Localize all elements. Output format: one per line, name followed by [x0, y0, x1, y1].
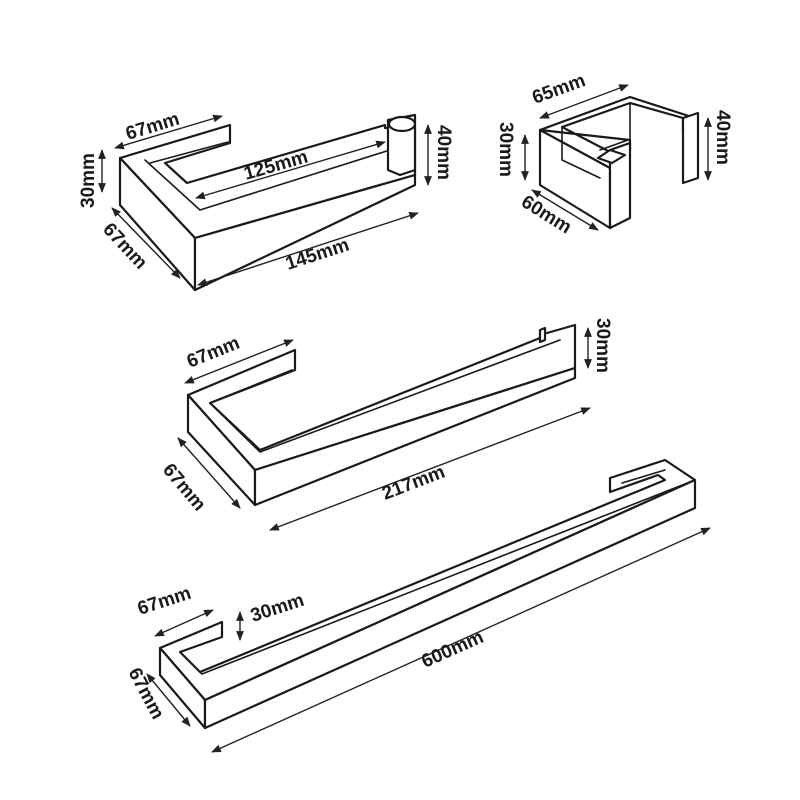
paper-holder-width-line — [114, 114, 223, 150]
robe-hook-width-line — [539, 84, 629, 119]
paper-holder-drawing: 67mm 30mm 67mm 125mm 40mm 145mm — [78, 109, 454, 292]
robe-hook-height-left-label: 30mm — [495, 122, 516, 177]
paper-holder-depth-line — [111, 207, 181, 279]
towel-ring-bar-depth-line — [177, 437, 241, 509]
towel-ring-bar-length-label: 217mm — [379, 462, 448, 505]
robe-hook-ledge — [596, 148, 627, 165]
towel-bar-drawing: 67mm 30mm 67mm 600mm — [124, 458, 711, 753]
towel-bar-height-label: 30mm — [248, 590, 307, 627]
robe-hook-inner-wall — [561, 102, 631, 179]
paper-holder-height-left-label: 30mm — [78, 153, 99, 208]
paper-holder-height-right-label: 40mm — [433, 125, 454, 180]
towel-bar-width-label: 67mm — [135, 583, 194, 620]
robe-hook-height-right-label: 40mm — [712, 110, 733, 165]
paper-holder-post-cap — [387, 115, 417, 133]
towel-ring-bar-depth-label: 67mm — [158, 460, 209, 516]
towel-bar-depth-line — [146, 673, 191, 727]
towel-ring-bar-end — [538, 326, 547, 344]
towel-bar-width-line — [154, 609, 214, 637]
robe-hook-tip — [681, 111, 700, 185]
robe-hook-depth-line — [531, 189, 599, 231]
robe-hook-drawing: 65mm 30mm 60mm 40mm — [495, 70, 733, 238]
towel-ring-bar-drawing: 67mm 30mm 67mm 217mm — [158, 318, 613, 531]
paper-holder-width-label: 67mm — [123, 109, 182, 145]
paper-holder-length-line — [197, 212, 419, 286]
robe-hook-right-column — [608, 141, 632, 230]
towel-ring-bar-width-label: 67mm — [184, 333, 243, 373]
towel-bar-length-label: 600mm — [418, 627, 486, 673]
towel-ring-bar-width-line — [184, 339, 294, 384]
paper-holder-inner-line — [195, 140, 386, 200]
towel-bar-length-line — [211, 527, 711, 753]
towel-ring-bar-height-label: 30mm — [592, 318, 613, 373]
towel-ring-bar-length-line — [269, 407, 591, 531]
